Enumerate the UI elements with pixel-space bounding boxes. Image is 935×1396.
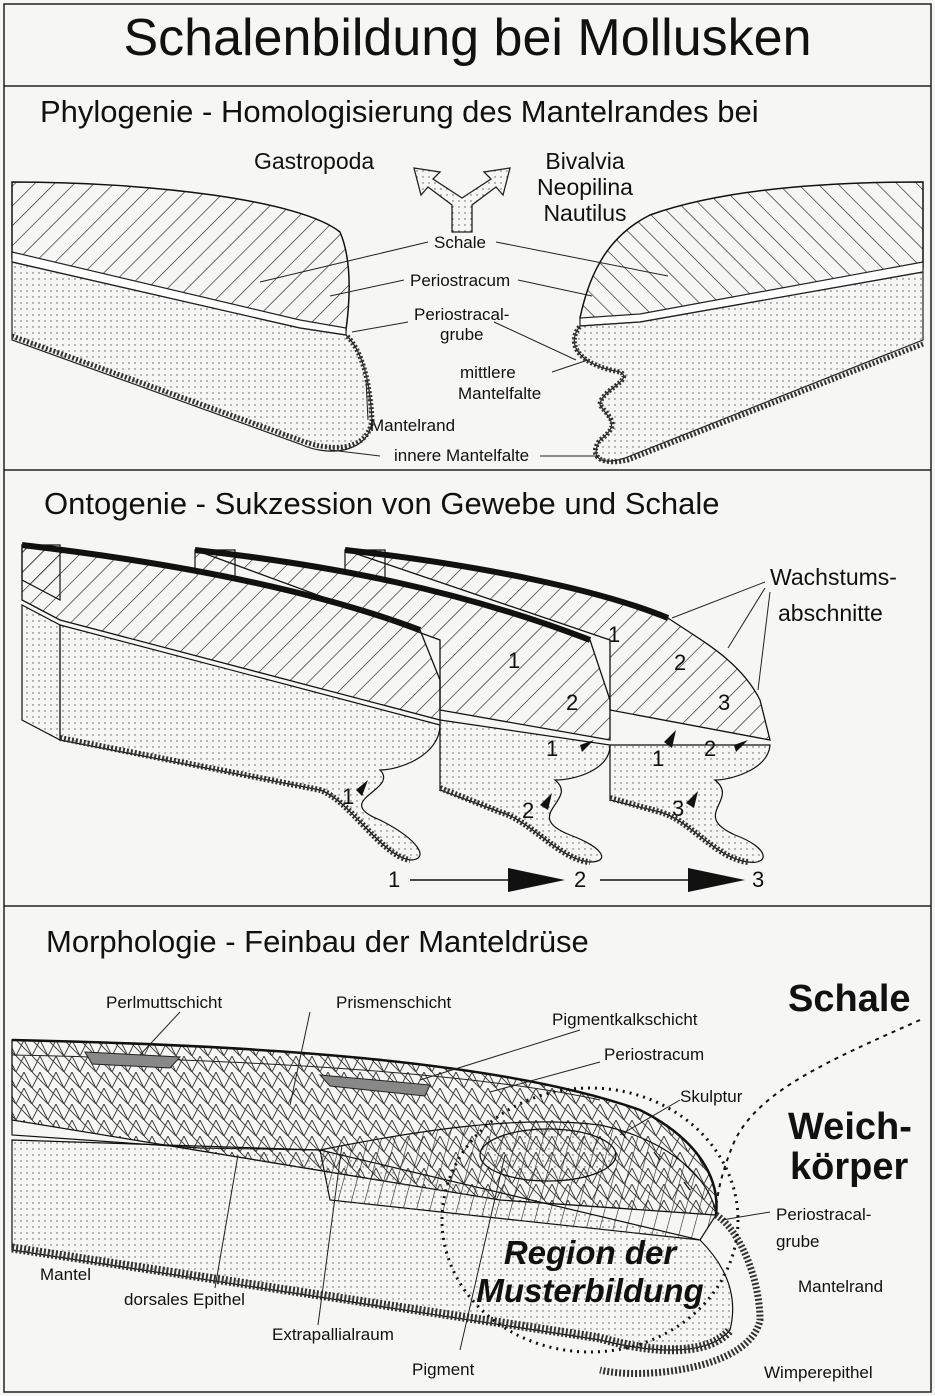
stage-2-shell-b: 2	[566, 692, 578, 714]
dorsal-label: dorsales Epithel	[124, 1291, 245, 1308]
morphologie-heading: Morphologie - Feinbau der Manteldrüse	[46, 926, 589, 957]
prismen-label: Prismenschicht	[336, 994, 451, 1011]
pigmentkalk-label: Pigmentkalkschicht	[552, 1011, 698, 1028]
phylogenie-heading: Phylogenie - Homologisierung des Mantelr…	[40, 96, 759, 127]
weichkoerper-heading-1: Weich-	[788, 1108, 912, 1146]
schale-label: Schale	[434, 234, 486, 251]
periostracum-label-2: Periostracum	[604, 1046, 704, 1063]
morphology-section	[12, 1012, 920, 1373]
sequence-3: 3	[752, 869, 764, 891]
mittlere-label-1: mittlere	[460, 364, 516, 381]
stage-2-shell: 2	[674, 652, 686, 674]
stage-1-shell-b: 1	[508, 650, 520, 672]
stage-1-fold: 1	[546, 738, 558, 760]
mantel-label: Mantel	[40, 1266, 91, 1283]
periostracalgrube-label-2: grube	[440, 326, 483, 343]
periostracum-label: Periostracum	[410, 272, 510, 289]
bivalvia-label: Bivalvia	[520, 150, 650, 173]
grube-label-1: Periostracal-	[776, 1206, 871, 1223]
gastropoda-label: Gastropoda	[254, 150, 374, 173]
ontogenie-heading: Ontogenie - Sukzession von Gewebe und Sc…	[44, 488, 720, 519]
region-label-1: Region der	[440, 1236, 740, 1269]
wimperepithel-label: Wimperepithel	[764, 1364, 873, 1381]
mittlere-label-2: Mantelfalte	[458, 385, 541, 402]
schale-heading: Schale	[788, 980, 911, 1018]
stage-3-shell: 3	[718, 692, 730, 714]
weichkoerper-heading-2: körper	[790, 1148, 908, 1186]
skulptur-label: Skulptur	[680, 1088, 742, 1105]
wachstum-label-1: Wachstums-	[770, 566, 897, 589]
mantelrand-label: Mantelrand	[370, 417, 455, 434]
sequence-2: 2	[574, 869, 586, 891]
nautilus-label: Nautilus	[520, 202, 650, 225]
stage-1-fold-c: 1	[342, 786, 354, 808]
mantelrand-label-2: Mantelrand	[798, 1278, 883, 1295]
branch-arrow-icon	[414, 168, 510, 232]
extrapallial-label: Extrapallialraum	[272, 1326, 394, 1343]
region-label-2: Musterbildung	[440, 1274, 740, 1307]
sequence-1: 1	[388, 869, 400, 891]
pigment-label: Pigment	[412, 1361, 474, 1378]
main-title: Schalenbildung bei Mollusken	[0, 12, 935, 64]
wachstum-label-2: abschnitte	[778, 602, 883, 625]
stage-1-shell: 1	[608, 624, 620, 646]
stage-1-fold-b: 1	[652, 748, 664, 770]
perlmutt-label: Perlmuttschicht	[106, 994, 222, 1011]
grube-label-2: grube	[776, 1233, 819, 1250]
neopilina-label: Neopilina	[520, 176, 650, 199]
innere-mantelfalte-label: innere Mantelfalte	[394, 447, 529, 464]
stage-2-fold-b: 2	[522, 800, 534, 822]
periostracalgrube-label-1: Periostracal-	[414, 306, 509, 323]
stage-2-fold: 2	[704, 738, 716, 760]
stage-3-fold: 3	[672, 798, 684, 820]
